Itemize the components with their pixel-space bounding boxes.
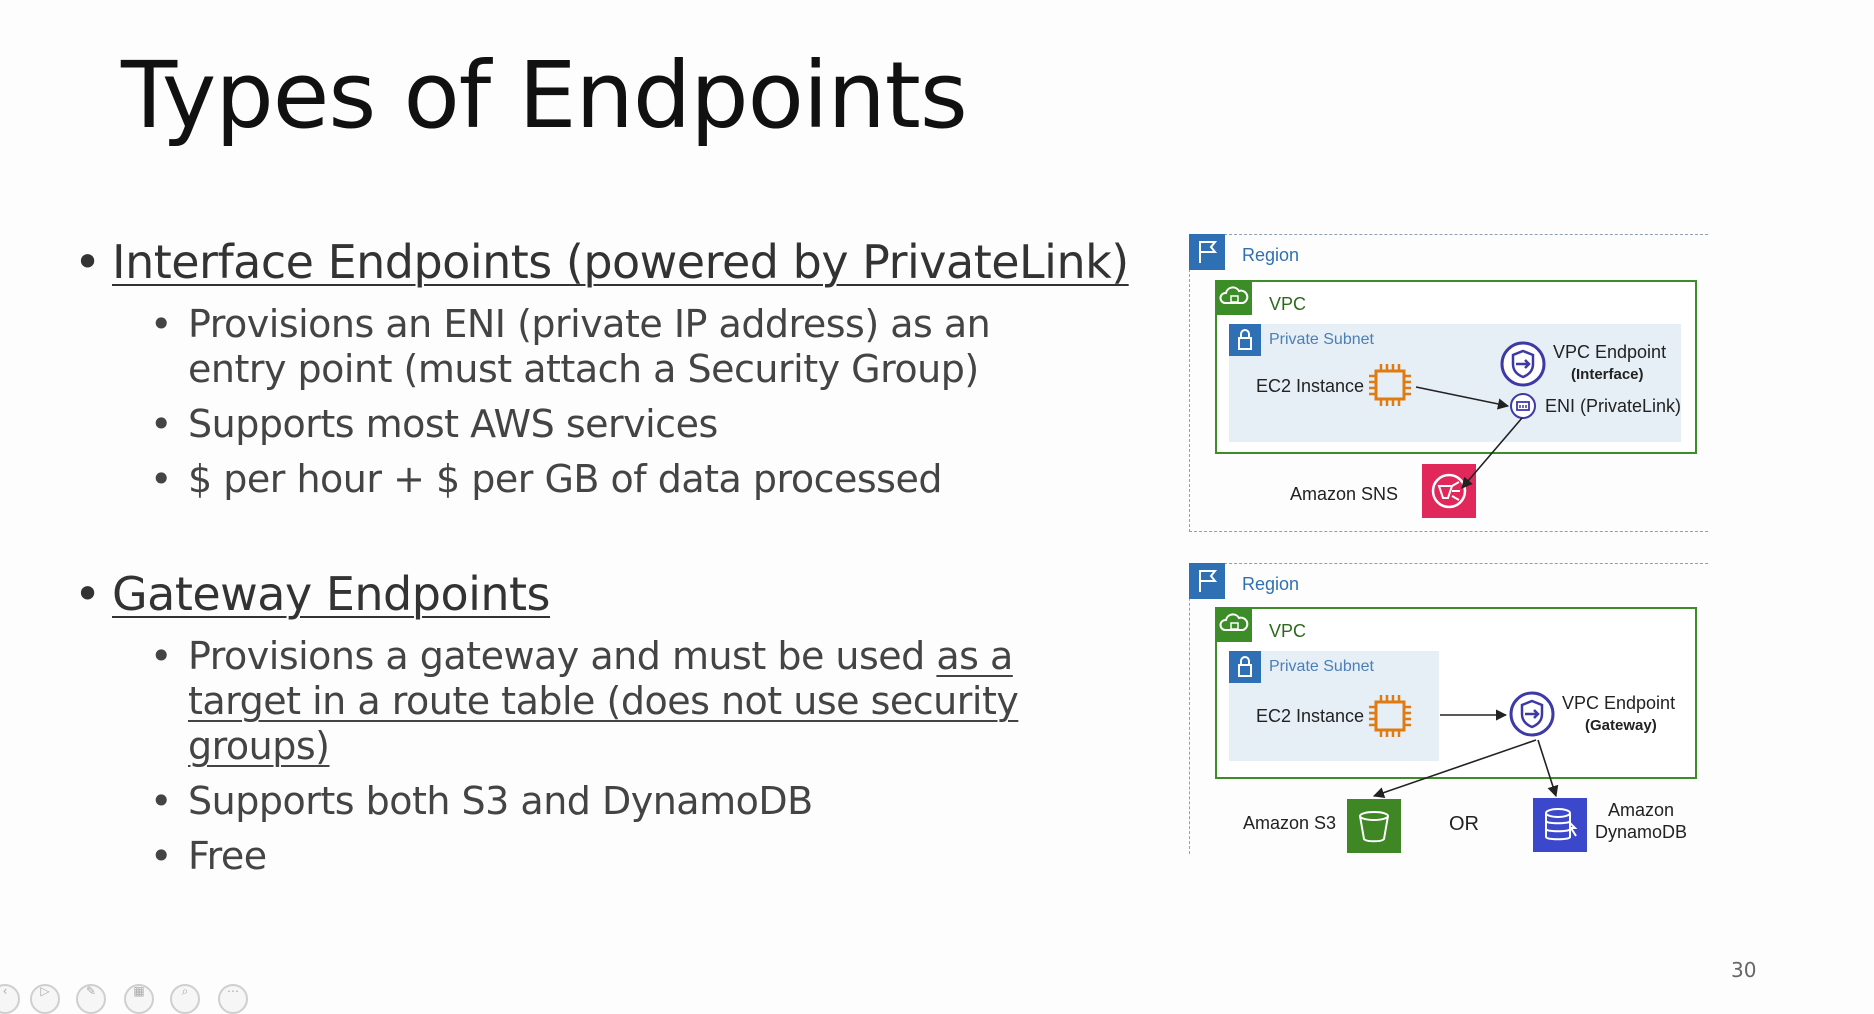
vpc-label: VPC (1269, 294, 1307, 314)
play-icon[interactable]: ▷ (30, 984, 60, 1014)
region-box: Region (1189, 563, 1708, 854)
ec2-label: EC2 Instance (1256, 376, 1365, 396)
region-label: Region (1242, 574, 1300, 594)
list-item: •$ per hour + $ per GB of data processed (150, 457, 942, 501)
chip-icon (1367, 362, 1413, 408)
list-item: •Supports both S3 and DynamoDB (150, 779, 813, 823)
bullet-content: • Interface Endpoints (powered by Privat… (70, 232, 1129, 879)
vpc-label: VPC (1269, 621, 1307, 641)
shield-endpoint-icon (1499, 340, 1547, 388)
subnet-box: Private Subnet (1229, 324, 1681, 442)
chip-icon (1367, 693, 1413, 739)
s3-label: Amazon S3 (1243, 813, 1337, 833)
or-label: OR (1449, 813, 1479, 835)
bullet-dot: • (74, 567, 101, 621)
page-number: 30 (1731, 958, 1757, 982)
subnet-label: Private Subnet (1269, 331, 1374, 348)
region-label: Region (1242, 245, 1300, 265)
eni-label: ENI (PrivateLink) (1545, 396, 1682, 416)
shield-endpoint-icon (1508, 690, 1556, 738)
slide-title: Types of Endpoints (121, 42, 968, 149)
subnet-label: Private Subnet (1269, 658, 1374, 675)
flag-icon (1189, 234, 1225, 270)
presentation-toolbar: ‹ ▷ ✎ ▦ ⌕ ⋯ (0, 982, 260, 1014)
dynamodb-label: Amazon DynamoDB (1594, 800, 1688, 842)
cloud-lock-icon (1216, 281, 1252, 315)
bullet-dot: • (74, 235, 101, 289)
sns-label: Amazon SNS (1290, 484, 1399, 504)
gateway-sublist: •Provisions a gateway and must be used a… (70, 634, 1090, 879)
lock-icon (1229, 651, 1261, 683)
eni-icon (1509, 392, 1537, 420)
gateway-diagram: Region VPC Private Subnet EC2 Instance V… (1189, 563, 1709, 863)
gateway-heading: Gateway Endpoints (112, 567, 551, 621)
interface-sublist: •Provisions an ENI (private IP address) … (70, 302, 1090, 502)
zoom-icon[interactable]: ⌕ (170, 984, 200, 1014)
list-item: •Free (150, 834, 267, 878)
vpc-box: VPC Private Subnet (1215, 280, 1697, 454)
back-icon[interactable]: ‹ (0, 984, 20, 1014)
endpoint-label: VPC Endpoint (1562, 693, 1676, 713)
region-box: Region (1189, 234, 1708, 532)
bullet-gateway: • Gateway Endpoints (70, 564, 1090, 624)
interface-heading: Interface Endpoints (powered by PrivateL… (112, 235, 1129, 289)
flag-icon (1189, 563, 1225, 599)
bucket-icon (1347, 799, 1401, 853)
interface-diagram: Region VPC Private Subnet EC2 Instance V… (1189, 234, 1709, 534)
more-icon[interactable]: ⋯ (218, 984, 248, 1014)
database-icon (1533, 798, 1587, 852)
endpoint-label: VPC Endpoint (1553, 342, 1667, 362)
lock-icon (1229, 324, 1261, 356)
list-item: •Provisions a gateway and must be used a… (150, 634, 1019, 768)
slides-icon[interactable]: ▦ (124, 984, 154, 1014)
pen-icon[interactable]: ✎ (76, 984, 106, 1014)
endpoint-type-label: (Gateway) (1585, 717, 1657, 734)
bullet-interface: • Interface Endpoints (powered by Privat… (70, 232, 1129, 292)
endpoint-type-label: (Interface) (1571, 366, 1644, 383)
list-item: •Provisions an ENI (private IP address) … (150, 302, 991, 391)
list-item: •Supports most AWS services (150, 402, 718, 446)
cloud-lock-icon (1216, 608, 1252, 642)
route-table-link[interactable]: as a target in a route table (does not u… (188, 634, 1019, 768)
sns-icon (1422, 464, 1476, 518)
ec2-label: EC2 Instance (1256, 706, 1365, 726)
